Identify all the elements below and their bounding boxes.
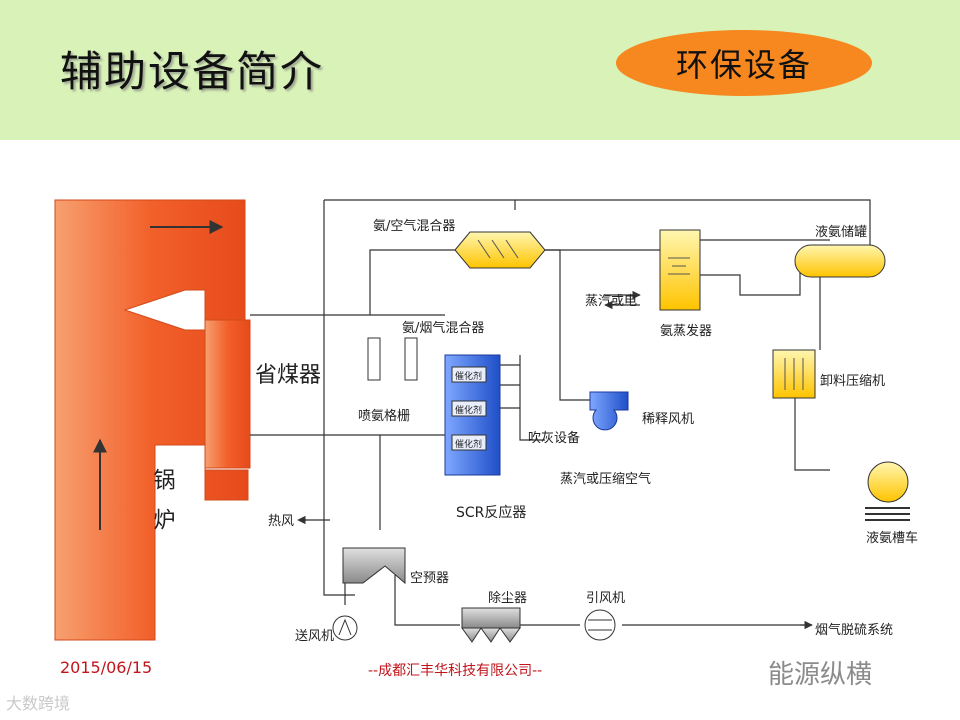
catalyst-1 [451,366,487,383]
evaporator-coil [668,257,690,275]
dust-collector-label: 除尘器 [488,591,527,606]
dust-hopper-2 [480,627,501,643]
ammonia-gas-mixer-label: 氨/烟气混合器 [402,320,484,336]
hot-air-label: 热风 [268,514,294,529]
catalyst-label-2: 催化剂 [455,404,482,416]
economizer-block [204,319,251,469]
fgd-label: 烟气脱硫系统 [815,622,893,638]
catalyst-label-1: 催化剂 [455,370,482,382]
catalyst-3 [451,434,487,451]
induced-fan-label: 引风机 [586,591,625,606]
boiler-label: 锅炉 [150,468,176,548]
ammonia-truck-label: 液氨槽车 [866,530,918,546]
compressor-lines [784,358,804,390]
steam-elec-label: 蒸汽或电 [585,294,637,309]
scr-process-diagram: 省煤器 锅炉 氨/空气混合器 氨/烟气混合器 喷氨格栅 [54,199,918,644]
dilution-fan [589,391,629,431]
air-preheater [342,547,406,585]
watermark-right: 能源纵横 [768,660,873,690]
air-preheater-label: 空预器 [410,571,449,586]
dilution-fan-label: 稀释风机 [642,412,694,427]
catalyst-2 [451,400,487,417]
economizer-label: 省煤器 [255,363,321,388]
footer-company: --成都汇丰华科技有限公司-- [368,663,543,679]
liquid-ammonia-tank-label: 液氨储罐 [815,225,867,240]
unload-compressor-label: 卸料压缩机 [820,373,885,389]
ammonia-evaporator [659,229,701,311]
ammonia-grid [367,337,381,381]
dust-hopper-1 [461,627,482,643]
ammonia-truck-tank [867,461,909,503]
ammonia-grid-label: 喷氨格栅 [358,408,410,424]
dust-collector [461,607,521,629]
soot-blower-label: 吹灰设备 [528,430,580,446]
page-title: 辅助设备简介 [60,47,325,96]
footer-date: 2015/06/15 [60,658,153,677]
category-badge-label: 环保设备 [675,46,812,84]
scr-reactor-label: SCR反应器 [456,504,526,521]
ammonia-air-mixer [454,231,546,269]
dust-hopper-3 [499,627,521,643]
ammonia-evaporator-label: 氨蒸发器 [660,323,712,339]
induced-fan [584,609,616,641]
ammonia-gas-mixer [404,337,418,381]
category-badge: 环保设备 [616,30,872,96]
mixer-hatch [477,239,519,259]
watermark-left: 大数跨境 [6,694,71,713]
steam-air-label: 蒸汽或压缩空气 [560,471,651,487]
forced-fan-label: 送风机 [295,629,334,644]
ammonia-air-mixer-label: 氨/空气混合器 [373,218,455,234]
liquid-ammonia-tank [794,244,886,278]
forced-fan-blade [338,618,352,636]
catalyst-label-3: 催化剂 [455,438,482,450]
induced-fan-blade [588,619,612,631]
truck-wheels [865,507,910,521]
